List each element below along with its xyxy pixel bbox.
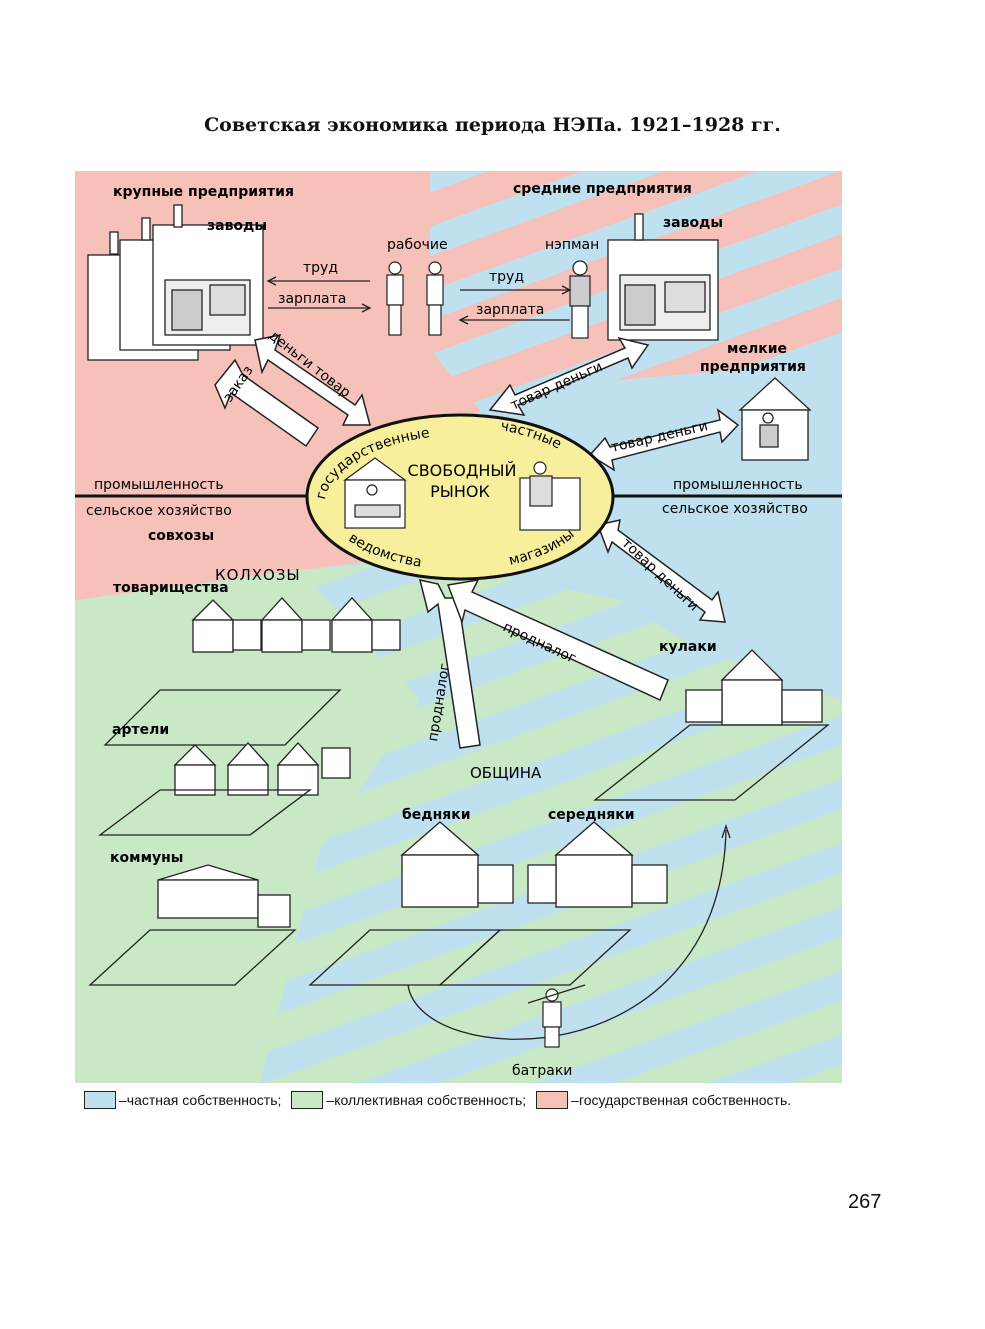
legend-label-state: –государственная собственность.	[571, 1092, 792, 1108]
factories-left-label: заводы	[207, 218, 267, 234]
salary-label-1: зарплата	[278, 291, 346, 307]
partnerships-houses	[103, 597, 401, 746]
agriculture-left-label: сельское хозяйство	[86, 503, 232, 519]
laborers-label: батраки	[512, 1063, 572, 1079]
communes-houses	[88, 864, 297, 986]
small-enterprise-house	[738, 377, 812, 461]
medium-enterprises-label: средние предприятия	[513, 181, 692, 197]
communes-label: коммуны	[110, 850, 183, 866]
workers-figures	[386, 261, 444, 336]
legend-swatch-state	[536, 1091, 569, 1109]
tax-arrow-left	[418, 579, 481, 749]
page-title: Советская экономика периода НЭПа. 1921–1…	[204, 114, 781, 136]
poor-label: бедняки	[402, 807, 471, 823]
nepman-figure	[569, 260, 591, 339]
legend-item-state: –государственная собственность.	[536, 1091, 791, 1109]
kulak-house	[593, 649, 830, 801]
labor-label-2: труд	[489, 269, 524, 285]
legend-label-private: –частная собственность;	[119, 1092, 282, 1108]
shop-illustration	[519, 461, 581, 531]
market-label-1: СВОБОДНЫЙ	[408, 461, 517, 480]
labor-salary-arrows	[266, 276, 572, 325]
industry-left-label: промышленность	[94, 477, 224, 493]
large-factory-illustration	[87, 204, 264, 361]
collective-farms-label: КОЛХОЗЫ	[215, 566, 301, 584]
small-enterprises-label-1: мелкие	[727, 341, 787, 357]
community-label: ОБЩИНА	[470, 764, 542, 782]
salary-label-2: зарплата	[476, 302, 544, 318]
state-farms-label: совхозы	[148, 528, 214, 544]
workers-label: рабочие	[387, 237, 448, 253]
legend-swatch-collective	[291, 1091, 324, 1109]
artels-label: артели	[112, 722, 169, 738]
laborers-arrow	[407, 829, 727, 1040]
flow-arrows	[214, 334, 740, 749]
state-office-illustration	[343, 457, 407, 529]
medium-factory-illustration	[607, 213, 719, 341]
legend-item-private: –частная собственность;	[84, 1091, 281, 1109]
laborer-figure	[527, 984, 586, 1048]
labor-label-1: труд	[303, 260, 338, 276]
middle-label: середняки	[548, 807, 635, 823]
industry-right-label: промышленность	[673, 477, 803, 493]
large-enterprises-label: крупные предприятия	[113, 184, 294, 200]
artels-houses	[98, 742, 351, 836]
legend-label-collective: –коллективная собственность;	[326, 1092, 527, 1108]
partnerships-label: товарищества	[113, 580, 229, 596]
legend: –частная собственность; –коллективная со…	[84, 1091, 801, 1109]
free-market-ellipse	[305, 413, 615, 581]
legend-swatch-private	[84, 1091, 116, 1109]
kulaks-label: кулаки	[659, 639, 717, 655]
legend-item-collective: –коллективная собственность;	[291, 1091, 526, 1109]
page-number: 267	[848, 1191, 882, 1213]
order-arrow	[214, 358, 320, 448]
middle-peasant-house	[438, 821, 668, 986]
tax-arrow-right	[446, 579, 669, 702]
agriculture-right-label: сельское хозяйство	[662, 501, 808, 517]
nepman-label: нэпман	[545, 237, 599, 253]
market-label-2: РЫНОК	[430, 482, 490, 501]
small-enterprises-label-2: предприятия	[700, 359, 806, 375]
factories-right-label: заводы	[663, 215, 723, 231]
poor-peasant-house	[308, 821, 514, 986]
